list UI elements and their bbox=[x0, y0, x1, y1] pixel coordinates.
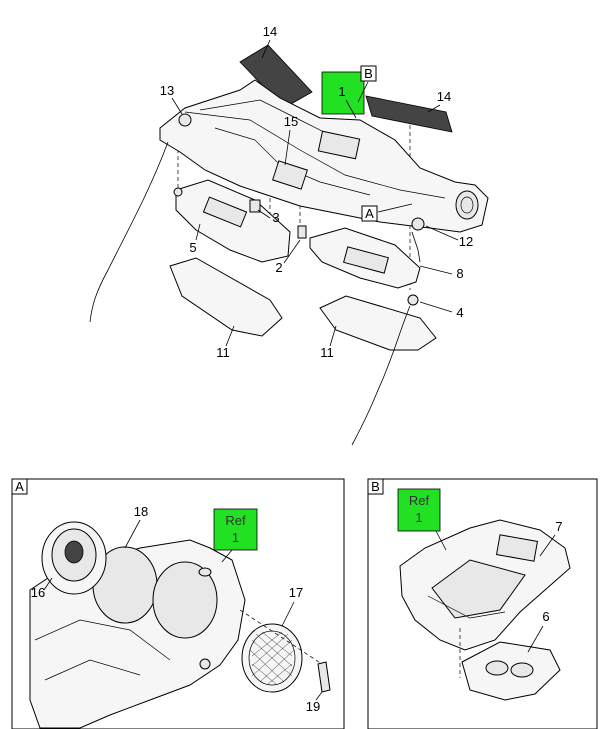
detail-b-tag-label: B bbox=[371, 479, 380, 494]
detail-a-tag bbox=[11, 478, 28, 495]
detail-a-tag-label: A bbox=[15, 479, 24, 494]
callout-a: A bbox=[365, 206, 374, 221]
callout-7: 7 bbox=[555, 519, 562, 534]
main-assembly: 1 B A 14 14 13 15 3 5 2 12 8 4 11 1 bbox=[89, 24, 489, 446]
detail-a-ref-num: 1 bbox=[232, 530, 239, 545]
callout-18: 18 bbox=[134, 504, 148, 519]
package-shelf bbox=[159, 79, 489, 233]
callout-16: 16 bbox=[31, 585, 45, 600]
callout-14-left: 14 bbox=[263, 24, 277, 39]
callout-6: 6 bbox=[542, 609, 549, 624]
callout-5: 5 bbox=[189, 240, 196, 255]
callout-2: 2 bbox=[275, 260, 282, 275]
callout-11-right: 11 bbox=[320, 345, 334, 360]
callout-15: 15 bbox=[284, 114, 298, 129]
callout-1: 1 bbox=[338, 84, 345, 99]
callout-14-right: 14 bbox=[437, 89, 451, 104]
strip-11-right bbox=[319, 295, 437, 351]
callout-4: 4 bbox=[456, 305, 463, 320]
strip-11-left bbox=[169, 257, 283, 337]
detail-a-panel: A Ref 1 18 16 bbox=[11, 478, 345, 729]
detail-a-tag-main bbox=[361, 205, 378, 222]
detail-b-ref-word: Ref bbox=[409, 493, 430, 508]
callout-b: B bbox=[364, 66, 373, 81]
detail-b-ref-num: 1 bbox=[415, 510, 422, 525]
callout-19: 19 bbox=[306, 699, 320, 714]
ref-1-highlight-b bbox=[397, 488, 441, 532]
callout-12: 12 bbox=[459, 234, 473, 249]
callout-3: 3 bbox=[272, 210, 279, 225]
detail-b-tag bbox=[367, 478, 384, 495]
callout-11-left: 11 bbox=[216, 345, 230, 360]
callout-17: 17 bbox=[289, 585, 303, 600]
ref-1-highlight-main bbox=[321, 71, 365, 115]
detail-a-ref-word: Ref bbox=[225, 513, 246, 528]
pad-14-right bbox=[365, 95, 453, 133]
ref-1-highlight-a bbox=[213, 508, 258, 551]
callout-8: 8 bbox=[456, 266, 463, 281]
detail-b-panel: B Ref 1 7 6 bbox=[367, 478, 598, 729]
callout-13: 13 bbox=[160, 83, 174, 98]
detail-b-tag-main bbox=[360, 65, 377, 82]
